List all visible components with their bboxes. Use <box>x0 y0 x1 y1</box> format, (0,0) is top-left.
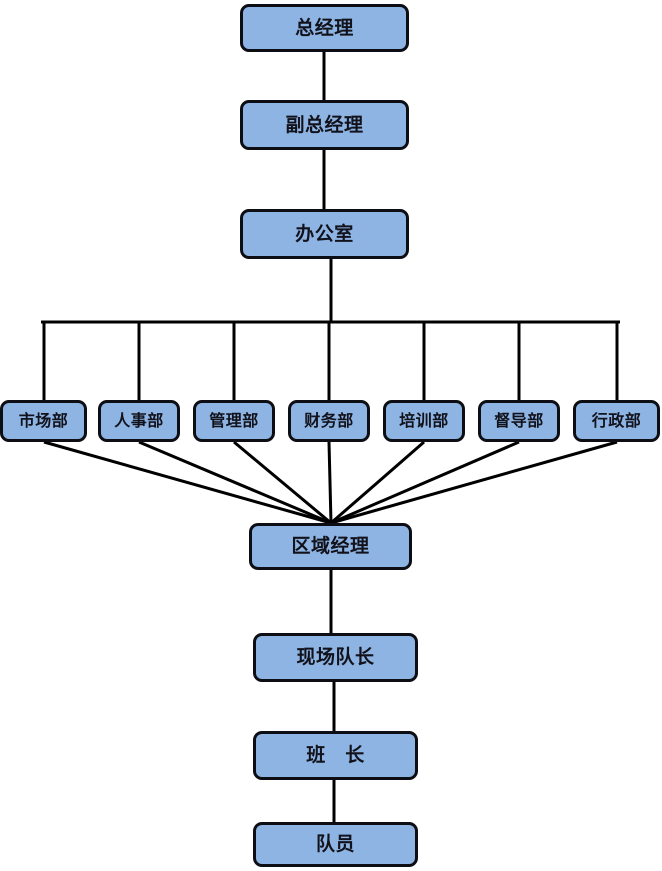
node-label-management: 管理部 <box>209 411 259 430</box>
node-label-administration: 行政部 <box>591 411 642 430</box>
node-department-management[interactable]: 管理部 <box>193 400 275 442</box>
node-label-human-resources: 人事部 <box>114 411 164 430</box>
node-shift-leader[interactable]: 班 长 <box>253 731 418 780</box>
node-department-training[interactable]: 培训部 <box>383 400 465 442</box>
connector-fan-supervision <box>330 440 520 525</box>
node-department-finance[interactable]: 财务部 <box>288 400 370 442</box>
connector-fan-training <box>330 440 425 525</box>
node-label-deputy-general-manager: 副总经理 <box>285 113 364 136</box>
node-label-shift-leader: 班 长 <box>306 744 365 766</box>
node-label-supervision: 督导部 <box>494 411 544 430</box>
connector-fan-human-resources <box>138 440 332 525</box>
connector-fan-finance <box>327 441 333 524</box>
node-team-member[interactable]: 队员 <box>253 822 418 867</box>
node-site-captain[interactable]: 现场队长 <box>253 633 418 682</box>
node-label-marketing: 市场部 <box>18 411 69 430</box>
connector-fan-administration <box>330 440 618 525</box>
node-label-general-manager: 总经理 <box>295 16 354 39</box>
node-department-human-resources[interactable]: 人事部 <box>98 400 180 442</box>
node-deputy-general-manager[interactable]: 副总经理 <box>240 100 409 150</box>
node-label-finance: 财务部 <box>304 411 354 430</box>
node-label-training: 培训部 <box>399 411 449 430</box>
node-department-supervision[interactable]: 督导部 <box>478 400 560 442</box>
node-label-office: 办公室 <box>295 222 354 245</box>
connector-fan-marketing <box>43 440 332 525</box>
node-department-marketing[interactable]: 市场部 <box>0 400 87 442</box>
node-regional-manager[interactable]: 区域经理 <box>249 523 412 570</box>
connector-fan-management <box>233 440 332 525</box>
node-department-administration[interactable]: 行政部 <box>573 400 660 442</box>
node-label-regional-manager: 区域经理 <box>291 535 370 557</box>
node-label-team-member: 队员 <box>315 833 355 855</box>
node-label-site-captain: 现场队长 <box>296 646 375 668</box>
node-general-manager[interactable]: 总经理 <box>240 4 409 52</box>
node-office[interactable]: 办公室 <box>240 209 409 259</box>
